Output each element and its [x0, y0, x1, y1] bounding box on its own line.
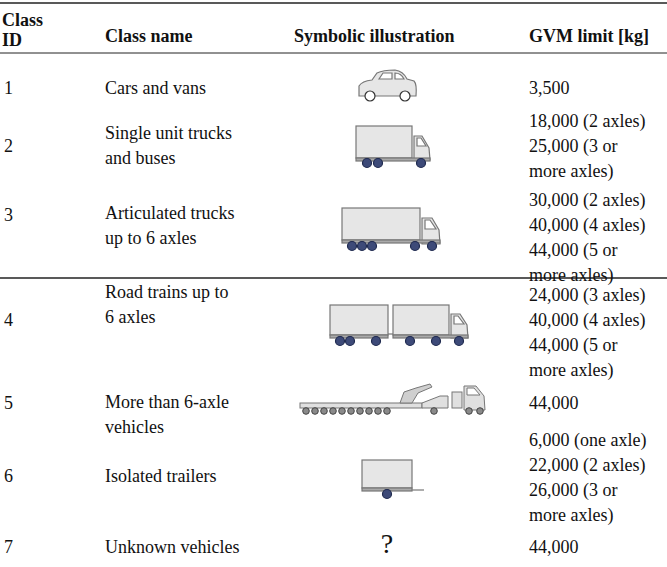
table-cell: 44,000 [529, 535, 653, 560]
wheel [375, 408, 382, 415]
table-cell: 26,000 (3 or more axles) [529, 478, 653, 528]
table-cell: 6 [4, 464, 44, 489]
table-cell: 44,000 (5 or more axles) [529, 238, 653, 288]
column-header: Class name [105, 26, 265, 46]
wheel [303, 408, 310, 415]
wheel [330, 408, 337, 415]
wheel [357, 408, 364, 415]
table-cell: 5 [4, 391, 44, 416]
wheel [477, 408, 484, 415]
header-rule [0, 53, 667, 54]
table-cell: Road trains up to 6 axles [105, 280, 240, 330]
table-cell: 3,500 [529, 76, 653, 101]
column-header: GVM limit [kg] [529, 26, 665, 46]
unknown-symbol: ? [367, 528, 407, 560]
wheel [339, 408, 346, 415]
wheel [366, 408, 373, 415]
column-header: Class ID [2, 10, 52, 50]
table-cell: Cars and vans [105, 76, 240, 101]
table-cell: 40,000 (4 axles) [529, 213, 653, 238]
wheel [312, 408, 319, 415]
table-cell: Isolated trailers [105, 464, 240, 489]
wheel [384, 408, 391, 415]
table-rules [0, 3, 667, 278]
table-cell: 1 [4, 76, 44, 101]
wheel [466, 408, 473, 415]
table-cell: 2 [4, 134, 44, 159]
table-cell: Articulated trucks up to 6 axles [105, 201, 240, 251]
table-cell: 18,000 (2 axles) [529, 109, 653, 134]
table-cell: 3 [4, 203, 44, 228]
table-cell: 7 [4, 535, 44, 560]
wheel [348, 408, 355, 415]
articulated-truck-icon [342, 208, 440, 251]
top-rule [0, 2, 667, 4]
table-cell: 6,000 (one axle) [529, 428, 653, 453]
wheel [321, 408, 328, 415]
table-cell: More than 6-axle vehicles [105, 390, 240, 440]
column-header: Symbolic illustration [294, 26, 494, 46]
table-cell: 25,000 (3 or more axles) [529, 134, 653, 184]
wheel [431, 408, 438, 415]
table-cell: 4 [4, 308, 44, 333]
truck-icon [356, 126, 430, 168]
table-cell: 30,000 (2 axles) [529, 188, 653, 213]
road-train-icon [330, 305, 468, 346]
table-cell: Single unit trucks and buses [105, 121, 240, 171]
table-cell: 24,000 (3 axles) [529, 283, 653, 308]
table-cell: 22,000 (2 axles) [529, 453, 653, 478]
table-cell: 40,000 (4 axles) [529, 308, 653, 333]
heavy-vehicle-icon [300, 384, 485, 414]
trailer-icon [362, 460, 424, 499]
table-cell: 44,000 (5 or more axles) [529, 333, 653, 383]
table-cell: Unknown vehicles [105, 535, 265, 560]
car-icon [359, 70, 416, 101]
table-cell: 44,000 [529, 391, 653, 416]
